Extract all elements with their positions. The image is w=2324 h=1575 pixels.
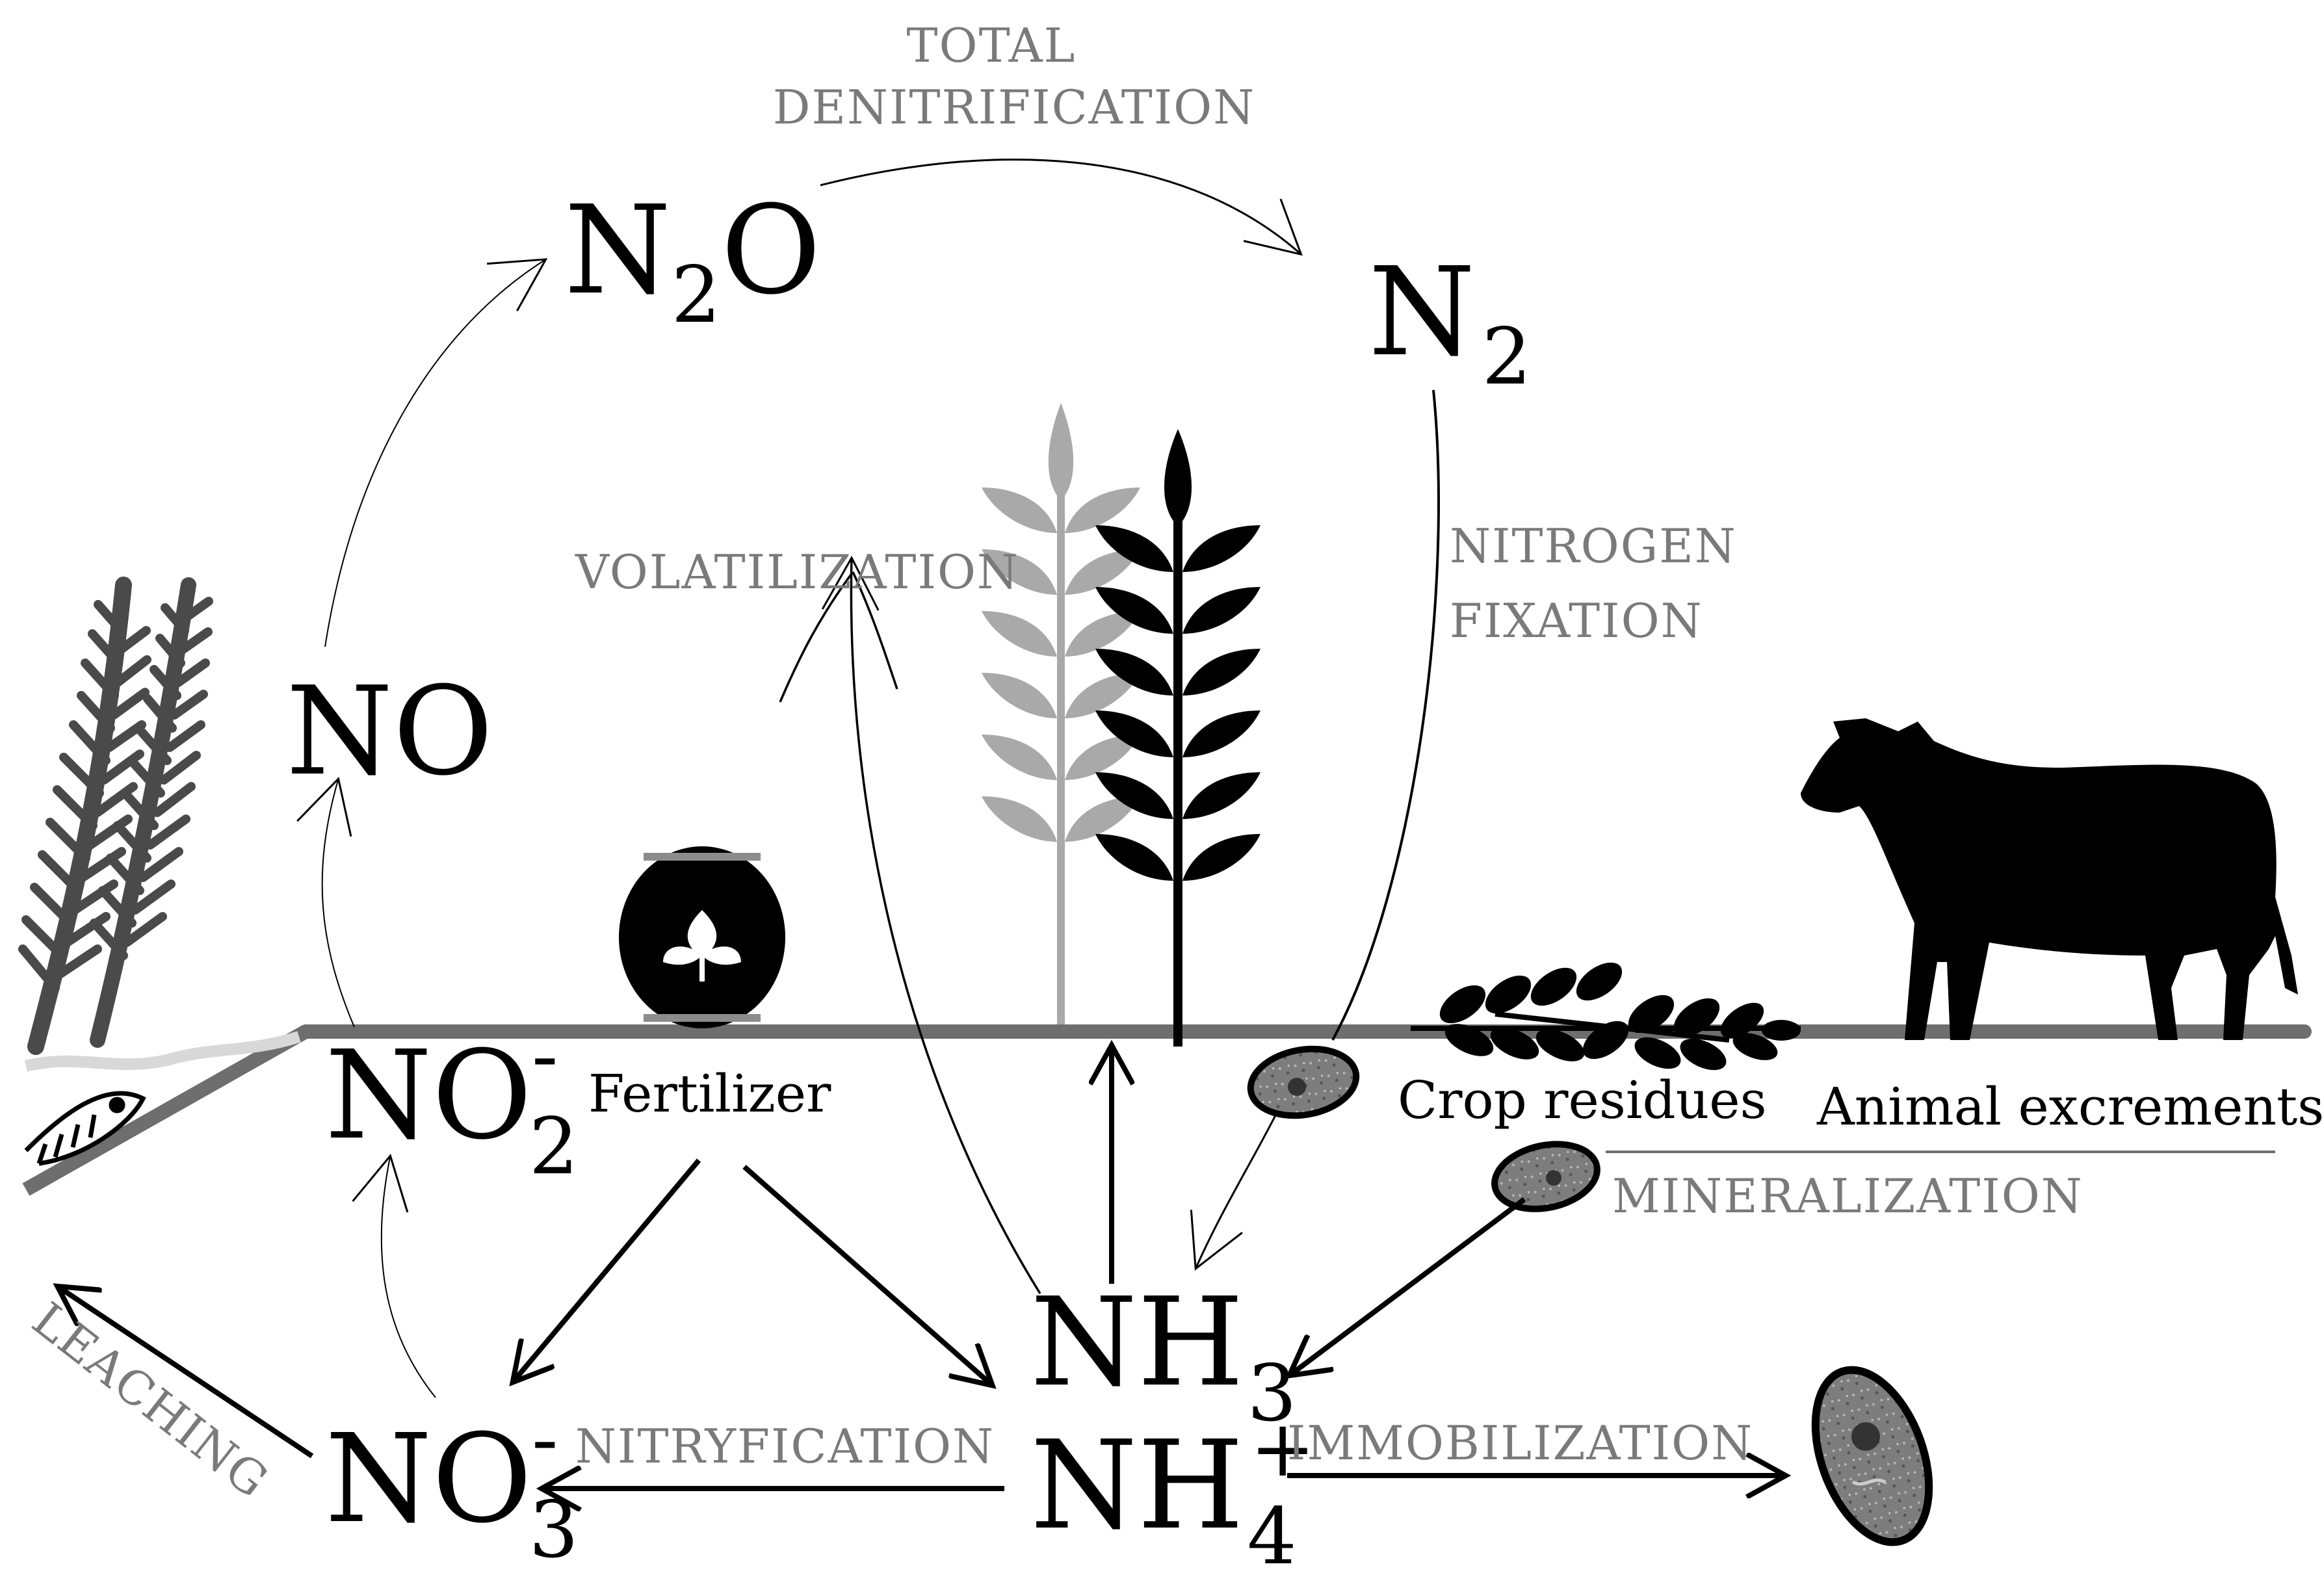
species-n2o: N2O: [564, 179, 821, 341]
fertilizer-bag-icon: [619, 846, 785, 1028]
process-total-denitrification-line1: TOTAL: [907, 18, 1077, 73]
species-no3: NO3-: [325, 1394, 579, 1572]
bacterium-icon: [1491, 1141, 1600, 1212]
wheat-black-icon: [1095, 429, 1260, 1047]
leaf-icon: [663, 910, 741, 982]
fish-icon: [24, 1091, 146, 1166]
process-volatilization: VOLATILIZATION: [575, 545, 1019, 599]
species-nh3: NH3: [1030, 1271, 1297, 1439]
cow-icon: [1801, 718, 2298, 1040]
species-nh4: NH4+: [1030, 1404, 1315, 1572]
label-animal-excrements: Animal excrements: [1816, 1076, 2324, 1137]
species-n2: N2: [1368, 241, 1532, 402]
process-leaching: LEACHING: [23, 1292, 280, 1509]
bacterium-icon: [1247, 1045, 1360, 1119]
species-no2: NO2-: [325, 1011, 579, 1192]
label-fertilizer: Fertilizer: [588, 1063, 831, 1124]
cycle-arrows: [296, 158, 2275, 1398]
process-immobilization: IMMOBILIZATION: [1287, 1416, 1753, 1470]
process-nitrogen-fixation-line1: NITROGEN: [1450, 519, 1737, 573]
label-crop-residues: Crop residues: [1398, 1070, 1767, 1130]
wheat-grey-icon: [982, 403, 1140, 1024]
species-no: NO: [286, 660, 493, 803]
crop-residues-icon: [1411, 962, 1801, 1071]
seaweed-icon: [18, 577, 213, 1055]
process-total-denitrification-line2: DENITRIFICATION: [773, 80, 1255, 135]
bacterium-icon: [1811, 1366, 1933, 1546]
flow-arrows: [59, 1047, 1784, 1489]
process-nitrogen-fixation-line2: FIXATION: [1450, 593, 1703, 648]
process-mineralization: MINERALIZATION: [1612, 1169, 2083, 1223]
process-nitryfication: NITRYFICATION: [575, 1419, 995, 1474]
